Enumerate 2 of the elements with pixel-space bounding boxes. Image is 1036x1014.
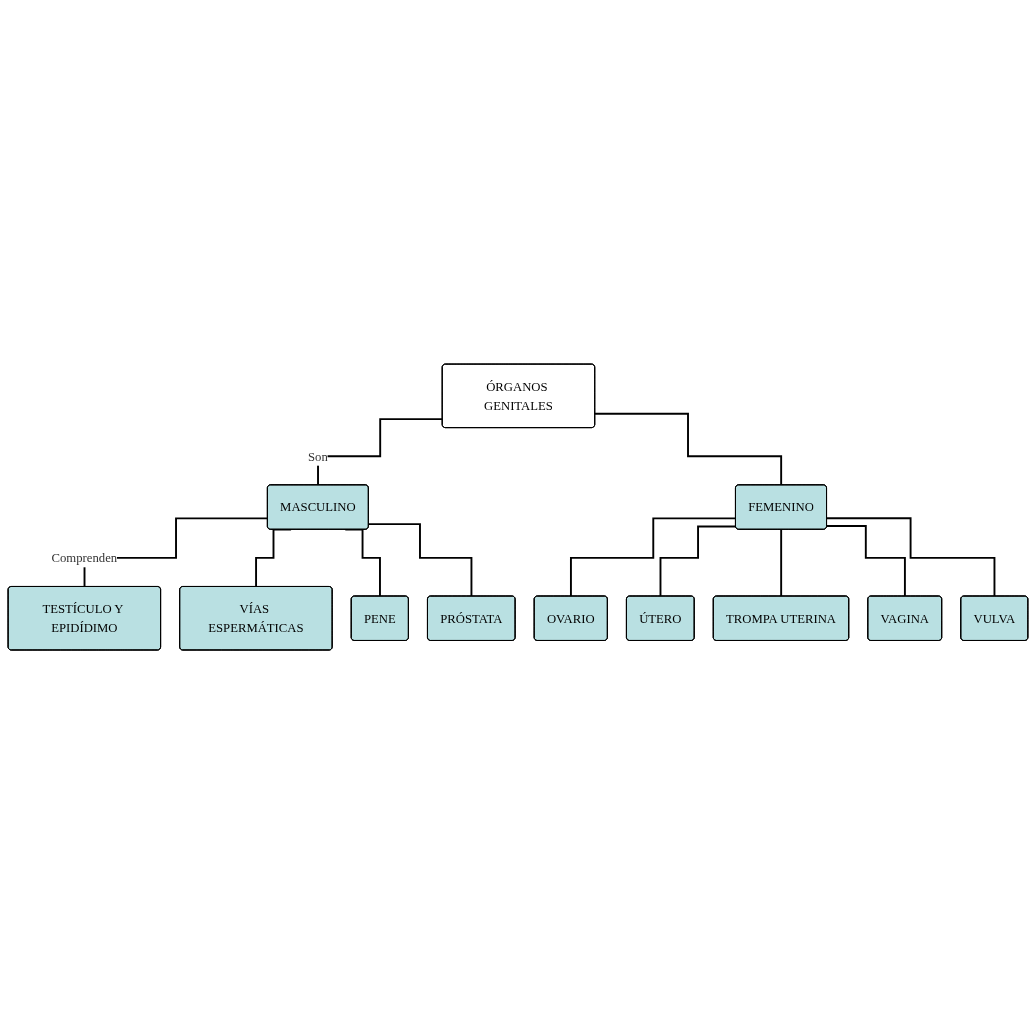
edge-label: Son	[307, 449, 328, 464]
edge-label: Comprenden	[51, 550, 118, 565]
